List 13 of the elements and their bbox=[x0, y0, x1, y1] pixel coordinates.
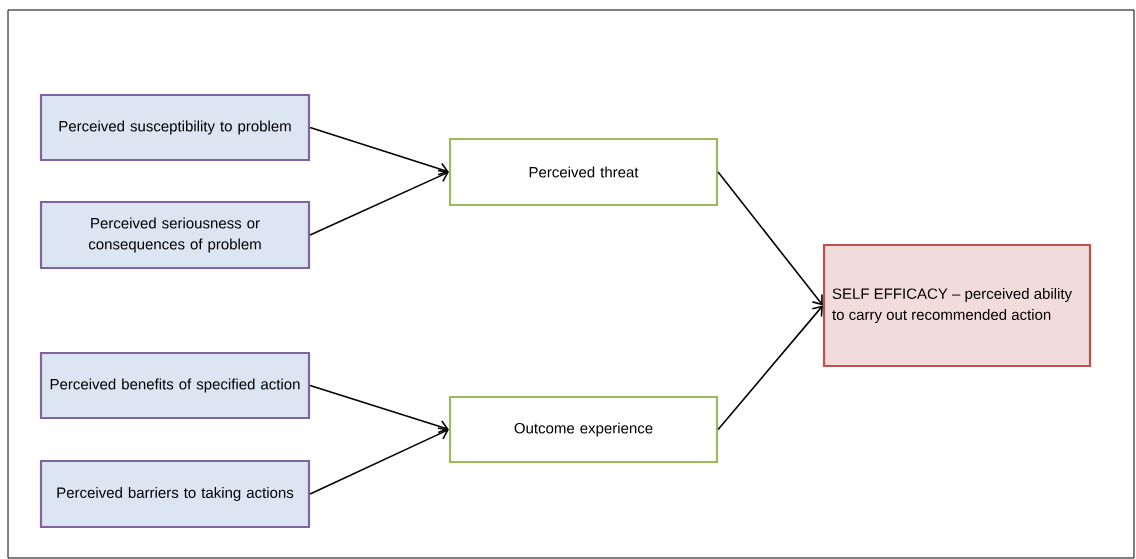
factor-box: Perceived susceptibility to problem bbox=[39, 93, 311, 162]
arrow bbox=[717, 305, 823, 431]
construct-box: Perceived threat bbox=[448, 137, 719, 207]
outcome-box: SELF EFFICACY – perceived ability to carry out recommended action bbox=[822, 243, 1092, 368]
factor-box: Perceived seriousness or consequences of problem bbox=[39, 200, 311, 270]
arrow bbox=[309, 126, 449, 176]
arrow bbox=[717, 171, 823, 306]
arrow bbox=[309, 427, 449, 495]
factor-box: Perceived barriers to taking actions bbox=[39, 459, 311, 529]
factor-box: Perceived benefits of specified action bbox=[39, 351, 311, 420]
arrow bbox=[309, 384, 449, 434]
construct-box: Outcome experience bbox=[448, 395, 719, 464]
arrow bbox=[309, 169, 449, 236]
